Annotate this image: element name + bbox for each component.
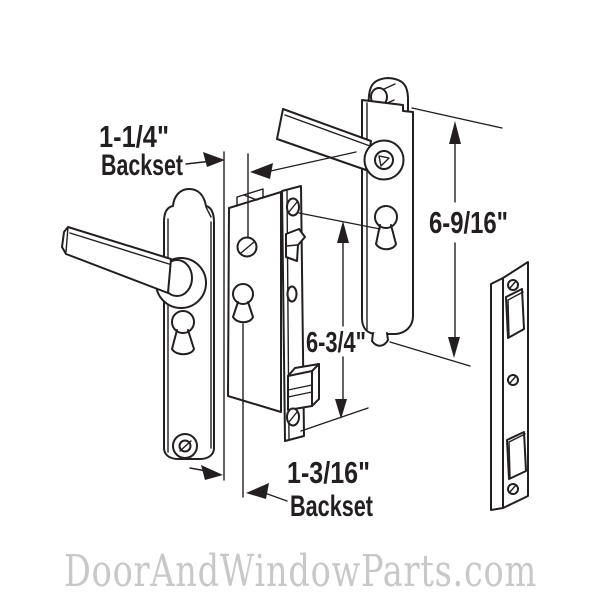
strike-bottom-screw [507,483,519,495]
dimension-escutcheon-height [389,107,503,367]
strike-plate [490,261,529,511]
lever-tip-facet [65,226,69,253]
lever-bevel-line [284,114,371,147]
strike-upper-cutout [505,288,525,339]
interior-keyhole [374,205,398,251]
case-top-notch [236,188,264,207]
hook-latch [285,228,306,262]
case-screw [236,236,258,258]
leader-line [261,491,288,502]
leader-line [265,151,357,173]
dimension-lock-body-height [298,212,381,432]
arrow-down-icon [335,399,347,419]
mortise-lock-assembly [223,151,320,498]
strike-top-screw [507,279,519,291]
interior-lever-handle [276,108,372,171]
arrow-up-icon [337,221,349,243]
arrow-right-icon [203,152,225,167]
interior-escutcheon-plate [361,99,414,335]
strike-plate-side [490,277,504,511]
extension-line-top [411,107,503,129]
exterior-keyhole [171,310,195,356]
strike-lower-cutout [506,431,527,480]
extension-line-top [298,212,381,230]
spindle-hub [363,139,405,181]
top-backset-word-label: Backset [101,149,183,182]
lever-bevel-line [69,232,170,265]
bottom-backset-value-label: 1-3/16" [287,455,370,490]
faceplate-oval-hole [286,285,298,303]
escutcheon-height-label: 6-9/16" [429,205,508,240]
deadbolt [287,363,320,411]
arrow-right-icon [201,465,223,480]
interior-handle-assembly [276,77,414,347]
exterior-bottom-screw [172,433,198,459]
dimension-bottom-backset [189,465,288,502]
dimension-top-backset [185,151,357,239]
watermark-text: DoorAndWindowParts.com [64,546,537,597]
case-keyhole [232,283,254,324]
faceplate-top-screw [286,197,300,217]
exterior-lever-handle [61,226,172,294]
arch-facet-line [205,206,212,218]
exterior-handle-assembly [61,188,215,460]
extension-line-bottom [389,341,471,367]
faceplate-bottom-screw [286,407,300,427]
arrow-down-icon [448,337,460,358]
arrow-left-icon [250,163,273,179]
arrow-left-icon [246,483,269,499]
arrow-up-icon [449,121,461,144]
exterior-escutcheon-plate [163,188,215,460]
top-backset-value-label: 1-1/4" [99,119,169,154]
bottom-pivot-pin [371,332,389,347]
strike-middle-screw [507,374,519,386]
extension-line-bottom [300,407,369,432]
bottom-backset-word-label: Backset [290,490,373,523]
lock-body-height-label: 6-3/4" [306,327,366,359]
